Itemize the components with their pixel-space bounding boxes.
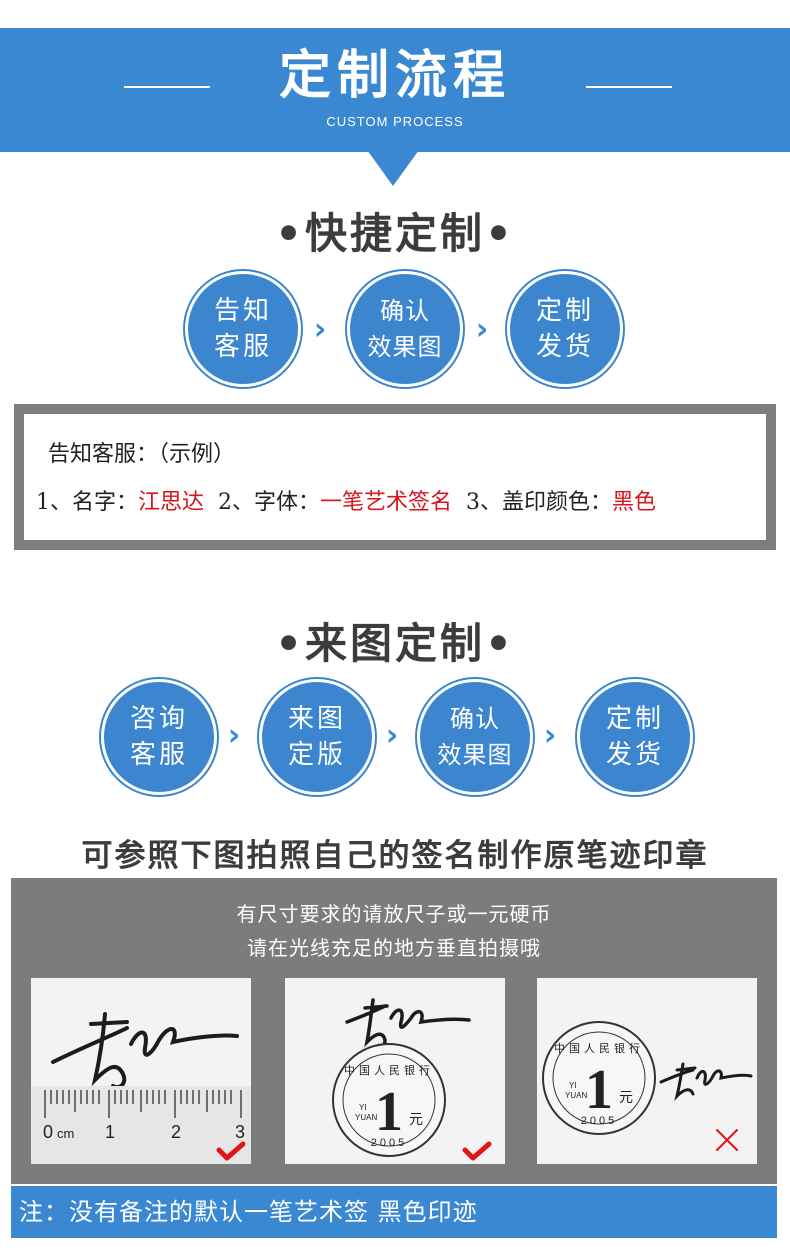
photo-instruction-line1: 有尺寸要求的请放尺子或一元硬币	[236, 902, 552, 926]
picture-step-2-line2: 定版	[287, 740, 346, 770]
picture-step-3: 确认 效果图	[420, 682, 530, 792]
signature-coin-side-image: 中国人民银行 1 YI YUAN 元 2005	[542, 1021, 753, 1151]
example-font-value: 一笔艺术签名	[320, 490, 453, 515]
check-icon	[216, 1141, 246, 1161]
page-subtitle: CUSTOM PROCESS	[326, 114, 464, 129]
example-name-label: 1、名字：	[36, 490, 138, 515]
example-name-value: 江思达	[138, 490, 205, 515]
header-banner: 定制流程 CUSTOM PROCESS	[0, 28, 790, 152]
check-icon	[462, 1141, 492, 1161]
coin-denomination: 1	[585, 1059, 613, 1121]
picture-section-title: •来图定制•	[275, 619, 515, 668]
ruler-ticks	[44, 1090, 242, 1118]
coin-denomination: 1	[375, 1081, 403, 1143]
example-inner: 告知客服：（示例） 1、名字：江思达 2、字体：一笔艺术签名 3、盖印颜色：黑色	[24, 414, 766, 540]
example-photo-coin-side: 中国人民银行 1 YI YUAN 元 2005	[537, 978, 757, 1164]
chevron-right-icon: ›	[313, 312, 327, 347]
example-detail-line: 1、名字：江思达 2、字体：一笔艺术签名 3、盖印颜色：黑色	[36, 484, 656, 516]
footer-note-bar: 注：没有备注的默认一笔艺术签 黑色印迹	[11, 1186, 777, 1238]
photo-instruction-panel: 有尺寸要求的请放尺子或一元硬币 请在光线充足的地方垂直拍摄哦 0 cm 1 2 …	[11, 878, 777, 1184]
quick-step-1-line1: 告知	[213, 296, 272, 326]
picture-step-1: 咨询 客服	[104, 682, 214, 792]
example-heading: 告知客服：（示例）	[48, 442, 236, 467]
picture-step-2: 来图 定版	[262, 682, 372, 792]
chevron-right-icon: ›	[385, 718, 399, 753]
header-left-line	[124, 86, 210, 88]
picture-step-3-line1: 确认	[450, 705, 500, 733]
coin-top-text: 中国人民银行	[344, 1063, 434, 1077]
header-pointer	[367, 150, 419, 186]
signature-coin-image: 中国人民银行 1 YI YUAN 元 2005	[332, 998, 492, 1161]
quick-step-1: 告知 客服	[188, 274, 298, 384]
coin-yuan-cn: 元	[409, 1112, 423, 1128]
ruler-label-3: 3	[235, 1122, 245, 1142]
ruler-label-2: 2	[171, 1122, 181, 1142]
coin-yuan: YUAN	[355, 1113, 377, 1122]
ruler-unit: cm	[57, 1126, 74, 1141]
picture-step-1-line2: 客服	[129, 740, 188, 770]
page-title: 定制流程	[278, 46, 511, 106]
ruler-label-1: 1	[105, 1122, 115, 1142]
example-color-label: 3、盖印颜色：	[466, 490, 613, 515]
picture-step-3-line2: 效果图	[437, 741, 513, 769]
picture-step-4-line2: 发货	[605, 740, 664, 770]
footer-note: 注：没有备注的默认一笔艺术签 黑色印迹	[19, 1198, 478, 1226]
example-photo-coin-below: 中国人民银行 1 YI YUAN 元 2005	[285, 978, 505, 1164]
header-right-line	[586, 86, 672, 88]
quick-step-3: 定制 发货	[510, 274, 620, 384]
picture-step-4-line1: 定制	[605, 704, 664, 734]
chevron-right-icon: ›	[227, 718, 241, 753]
coin-yi: YI	[359, 1103, 367, 1112]
example-color-value: 黑色	[612, 490, 657, 515]
coin-yuan: YUAN	[565, 1091, 587, 1100]
coin-year: 2005	[581, 1115, 617, 1127]
chevron-right-icon: ›	[475, 312, 489, 347]
quick-step-2-line1: 确认	[380, 297, 430, 325]
signature-ruler-image: 0 cm 1 2 3	[31, 1012, 251, 1164]
coin-yi: YI	[569, 1081, 577, 1090]
picture-step-1-line1: 咨询	[129, 704, 188, 734]
cross-icon	[716, 1129, 738, 1151]
ruler-label-0: 0	[43, 1122, 53, 1142]
coin-top-text: 中国人民银行	[554, 1041, 644, 1055]
reference-notice: 可参照下图拍照自己的签名制作原笔迹印章	[81, 838, 709, 874]
quick-section-title: •快捷定制•	[275, 209, 515, 258]
quick-step-1-line2: 客服	[213, 332, 272, 362]
example-box: 告知客服：（示例） 1、名字：江思达 2、字体：一笔艺术签名 3、盖印颜色：黑色	[14, 404, 776, 550]
example-photo-ruler: 0 cm 1 2 3	[31, 978, 251, 1164]
quick-step-3-line1: 定制	[535, 296, 594, 326]
coin-yuan-cn: 元	[619, 1090, 633, 1106]
quick-step-2: 确认 效果图	[350, 274, 460, 384]
quick-step-3-line2: 发货	[535, 332, 594, 362]
chevron-right-icon: ›	[543, 718, 557, 753]
photo-instruction-line2: 请在光线充足的地方垂直拍摄哦	[247, 936, 541, 960]
quick-step-2-line2: 效果图	[367, 333, 443, 361]
coin-year: 2005	[371, 1137, 407, 1149]
picture-step-4: 定制 发货	[580, 682, 690, 792]
example-font-label: 2、字体：	[218, 490, 321, 515]
picture-step-2-line1: 来图	[287, 704, 346, 734]
